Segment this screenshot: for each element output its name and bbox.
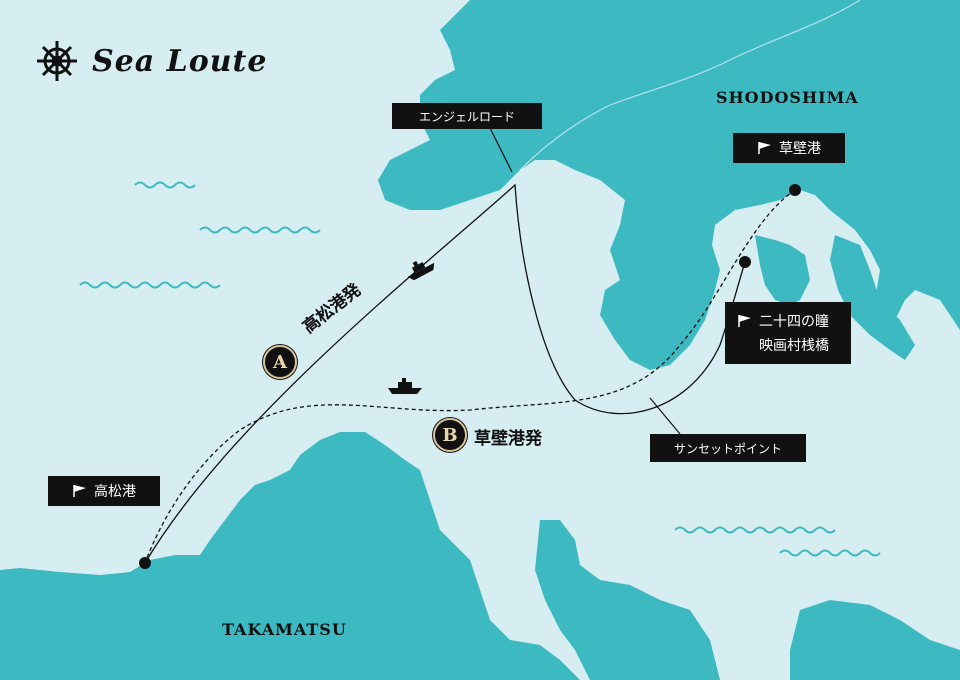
sunset-point-label: サンセットポイント	[650, 434, 806, 462]
shodoshima-land	[420, 0, 960, 370]
route-a-line	[144, 183, 746, 564]
route-a-badge: A	[263, 345, 297, 379]
small-islet	[320, 438, 345, 470]
ship-wheel-icon	[37, 41, 77, 81]
east-coast	[830, 235, 915, 360]
boat-icon-b	[388, 378, 422, 394]
takamatsu-land	[0, 432, 580, 680]
inner-headland	[755, 235, 810, 305]
kusakabe-port-label: 草壁港	[733, 133, 845, 163]
region-takamatsu: TAKAMATSU	[222, 620, 347, 639]
pier-label: 二十四の瞳 映画村桟橋	[725, 302, 851, 364]
takamatsu-port-label: 高松港	[48, 476, 160, 506]
angel-road-label: エンジェルロード	[392, 103, 542, 129]
flag-icon	[738, 315, 751, 327]
pier-dot	[739, 256, 751, 268]
road-line	[519, 0, 861, 171]
angel-road-text: エンジェルロード	[418, 109, 515, 124]
sunset-point-pointer	[649, 397, 681, 435]
takamatsu-port-text: 高松港	[94, 484, 136, 500]
kusakabe-port-text: 草壁港	[779, 141, 821, 157]
flag-icon	[758, 142, 771, 154]
flag-icon	[73, 485, 86, 497]
south-island	[535, 520, 720, 680]
region-shodoshima: SHODOSHIMA	[716, 88, 859, 107]
angel-road-pointer	[489, 127, 513, 173]
brand-logo: Sea Loute	[34, 38, 268, 84]
route-b-line	[144, 189, 796, 564]
route-b-badge: B	[433, 418, 467, 452]
waves	[79, 181, 881, 557]
kusakabe-port-dot	[789, 184, 801, 196]
south-east-island	[790, 600, 960, 680]
sunset-point-text: サンセットポイント	[673, 441, 782, 456]
route-b-label: 草壁港発	[474, 429, 542, 449]
pier-line2: 映画村桟橋	[759, 338, 829, 354]
pier-line1: 二十四の瞳	[759, 314, 829, 330]
boat-icon-a	[407, 260, 435, 281]
brand-title: Sea Loute	[92, 43, 268, 79]
takamatsu-port-dot	[139, 557, 151, 569]
tonosho-peninsula	[378, 95, 520, 210]
